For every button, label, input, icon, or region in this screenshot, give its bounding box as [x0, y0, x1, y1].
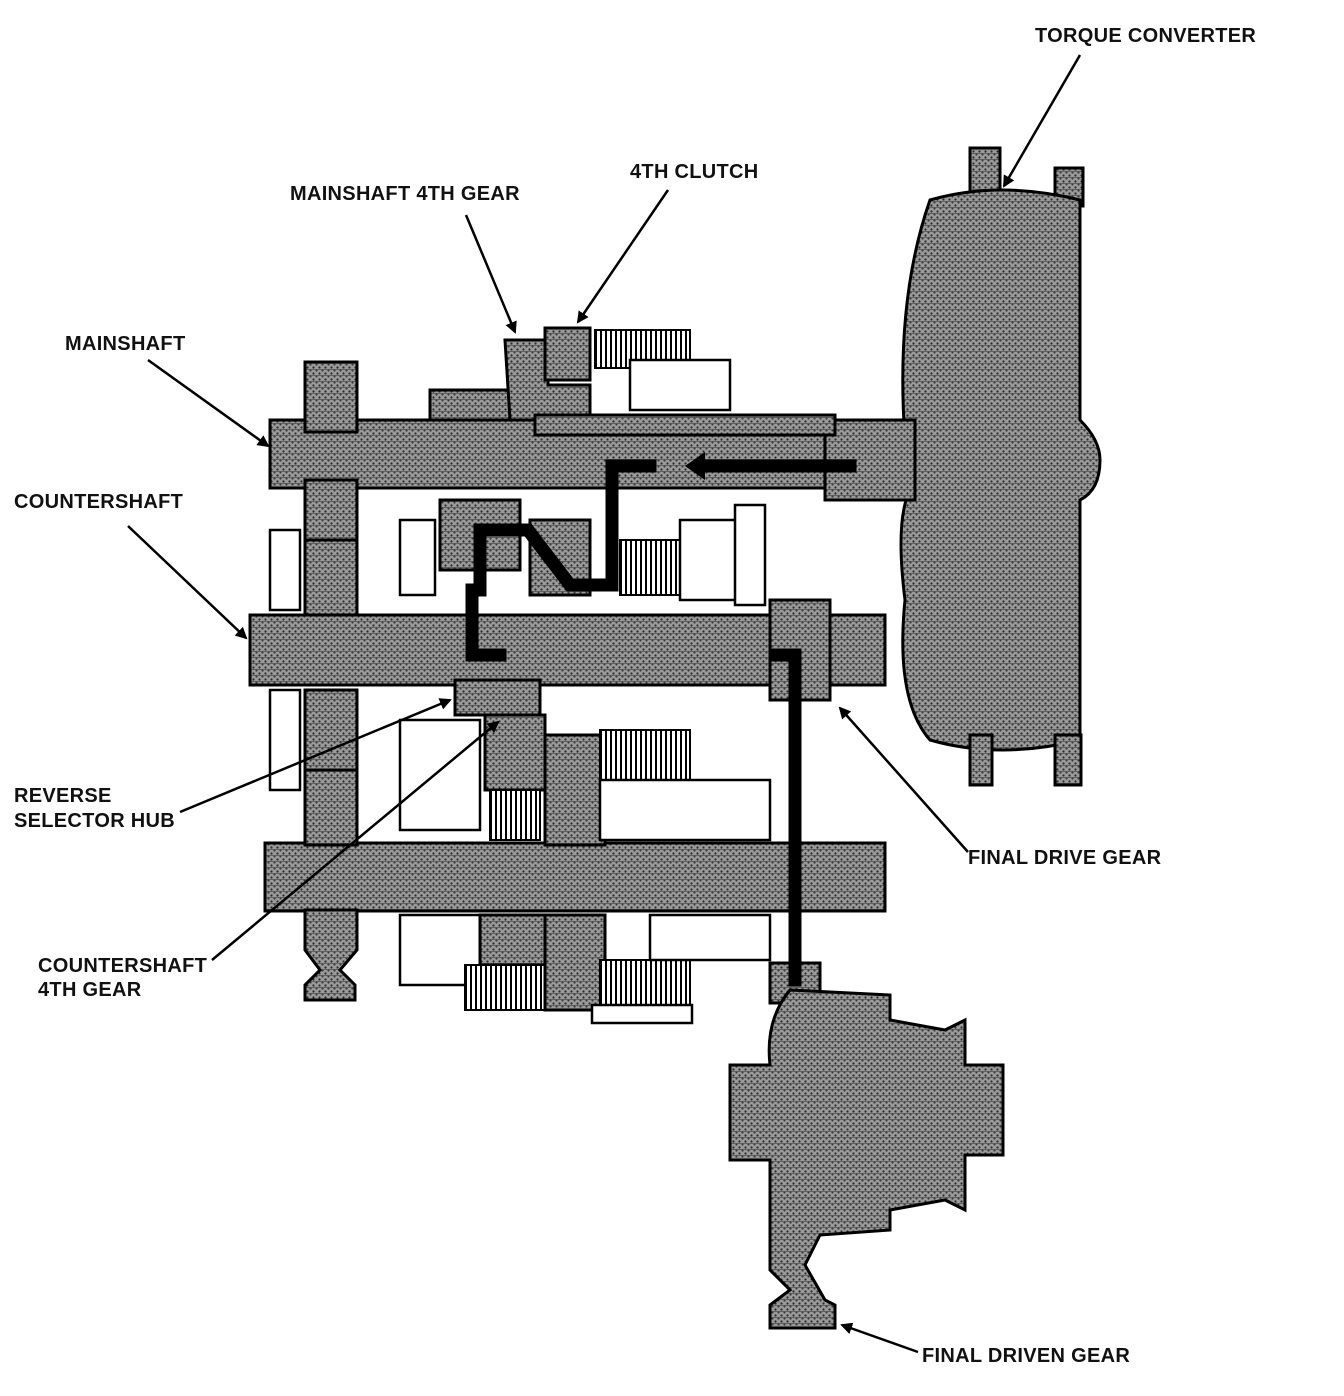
leader-lines: [127, 54, 1082, 1354]
leader-countershaft-4th-gear: [211, 720, 500, 961]
converter-bottom-stub: [968, 733, 994, 787]
leader-final-drive-gear: [838, 706, 969, 853]
leader-reverse-selector-hub: [179, 698, 452, 814]
countershaft-gear-left-top: [303, 538, 359, 617]
countershaft-left-bearing: [268, 528, 302, 612]
differential-housing: [728, 988, 1005, 1330]
leader-mainshaft-4th-gear: [464, 214, 517, 334]
converter-bottom-right-stub: [1053, 733, 1083, 787]
label-4th-clutch: 4TH CLUTCH: [630, 161, 759, 183]
secondary-housing-left: [398, 718, 482, 832]
secondary-piston: [598, 778, 772, 842]
leader-countershaft: [127, 525, 248, 640]
secondary-clutch-a: [489, 789, 541, 841]
label-final-driven-gear: FINAL DRIVEN GEAR: [922, 1345, 1130, 1367]
mainshaft-gear-left-top: [303, 360, 359, 434]
flow-arrowhead: [685, 452, 705, 480]
leader-final-driven-gear: [840, 1322, 919, 1354]
power-flow-path: [465, 452, 857, 987]
countershaft-left-bearing-low: [268, 688, 302, 792]
countershaft-idler: [733, 503, 767, 607]
secondary-shaft-assembly: [263, 713, 887, 1025]
secondary-gear-left-top: [303, 768, 359, 847]
secondary-gear-left-bottom: [303, 908, 359, 1002]
flow-segment-final-drive: [768, 648, 802, 987]
converter-housing: [899, 188, 1102, 752]
secondary-gear-lower-mid: [543, 913, 607, 1012]
lower-clutch-plates: [619, 539, 681, 596]
label-final-drive-gear: FINAL DRIVE GEAR: [968, 847, 1162, 869]
label-mainshaft: MAINSHAFT: [65, 333, 185, 355]
secondary-piston-lower: [648, 913, 772, 962]
mainshaft-upper-spline: [533, 413, 837, 437]
secondary-clutch-b: [599, 729, 691, 781]
reverse-selector-hub: [453, 678, 542, 717]
secondary-clutch-d: [599, 959, 691, 1011]
reverse-idler-left: [398, 518, 437, 597]
torque-converter: [899, 146, 1102, 787]
secondary-clutch-c: [464, 964, 546, 1011]
secondary-gear-mid: [543, 733, 607, 847]
mainshaft-assembly: [268, 326, 917, 607]
leader-torque-converter: [1002, 54, 1082, 188]
leader-4th-clutch: [576, 189, 670, 324]
secondary-bottom-plate: [590, 1003, 694, 1025]
differential-assembly: [728, 961, 1005, 1330]
clutch-piston-lower: [678, 518, 742, 602]
flow-segment-clutch: [465, 459, 657, 662]
label-torque-converter: TORQUE CONVERTER: [1035, 25, 1256, 47]
label-countershaft-4th-gear-1: COUNTERSHAFT: [38, 955, 207, 977]
labels: TORQUE CONVERTER 4TH CLUTCH MAINSHAFT 4T…: [14, 25, 1256, 1367]
label-reverse-selector-hub-1: REVERSE: [14, 785, 112, 807]
label-countershaft-4th-gear-2: 4TH GEAR: [38, 979, 142, 1001]
clutch-piston-upper: [628, 358, 732, 412]
mainshaft-gear-left-bottom: [303, 478, 359, 542]
label-countershaft: COUNTERSHAFT: [14, 491, 183, 513]
leader-mainshaft: [147, 358, 270, 448]
fourth-clutch-drum: [543, 326, 592, 382]
label-reverse-selector-hub-2: SELECTOR HUB: [14, 810, 175, 832]
label-mainshaft-4th-gear: MAINSHAFT 4TH GEAR: [290, 183, 520, 205]
